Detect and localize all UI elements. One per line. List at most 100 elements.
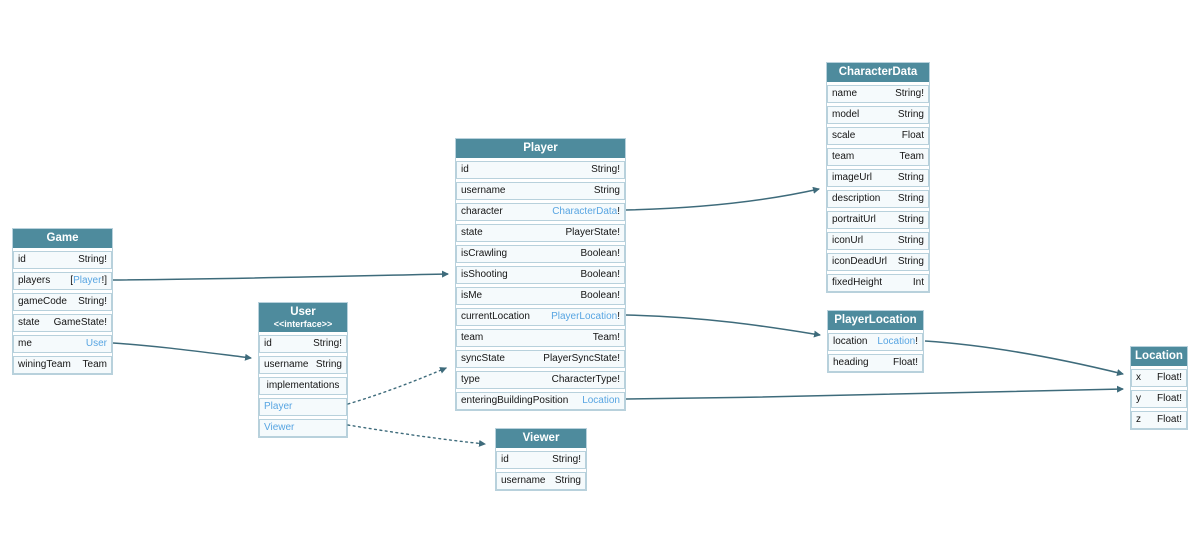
field-type: String [315, 359, 342, 370]
field-type: String [897, 109, 924, 120]
table-row[interactable]: iconUrl String [827, 232, 929, 250]
table-title: Viewer [522, 432, 560, 444]
table-header-player[interactable]: Player [456, 139, 625, 158]
field-name: currentLocation [461, 311, 530, 322]
table-header-location[interactable]: Location [1131, 347, 1187, 366]
field-type: String [897, 214, 924, 225]
field-type: PlayerState! [565, 227, 620, 238]
type-link[interactable]: User [85, 338, 107, 349]
field-name: type [461, 374, 480, 385]
table-row[interactable]: state PlayerState! [456, 224, 625, 242]
table-row[interactable]: Player [259, 398, 347, 416]
field-name: state [461, 227, 483, 238]
field-type: PlayerSyncState! [543, 353, 620, 364]
table-row[interactable]: players[Player!] [13, 272, 112, 290]
type-link[interactable]: CharacterData [552, 206, 618, 217]
table-header-characterdata[interactable]: CharacterData [827, 63, 929, 82]
table-row[interactable]: heading Float! [828, 354, 923, 372]
table-row[interactable]: username String [259, 356, 347, 374]
field-name: iconUrl [832, 235, 864, 246]
field-type: Boolean! [580, 269, 620, 280]
edge-game-me-to-user [112, 342, 252, 361]
field-type: String [897, 235, 924, 246]
field-name: Viewer [264, 422, 295, 433]
field-name: heading [833, 357, 869, 368]
field-type: String [897, 193, 924, 204]
field-name: scale [832, 130, 856, 141]
field-type: Team [899, 151, 924, 162]
type-link[interactable]: Location [582, 395, 620, 406]
type-link[interactable]: Location [877, 336, 916, 347]
edge-game-players-to-player [112, 270, 449, 281]
field-type: String [554, 475, 581, 486]
field-name: character [461, 206, 503, 217]
table-header-game[interactable]: Game [13, 229, 112, 248]
edge-playerlocation-location-to-location [924, 340, 1124, 376]
table-header-viewer[interactable]: Viewer [496, 429, 586, 448]
field-name: y [1136, 393, 1141, 404]
table-header-playerlocation[interactable]: PlayerLocation [828, 311, 923, 330]
table-header-user[interactable]: User <<interface>> [259, 303, 347, 332]
table-row[interactable]: implementations [259, 377, 347, 395]
type-link[interactable]: PlayerLocation [551, 311, 618, 322]
field-name: name [832, 88, 858, 99]
field-type: Float! [892, 357, 918, 368]
field-name: isCrawling [461, 248, 508, 259]
interface-subtitle: <<interface>> [273, 319, 333, 329]
field-name: gameCode [18, 296, 67, 307]
field-name: winingTeam [18, 359, 71, 370]
table-title: Player [523, 142, 558, 154]
field-type: [Player!] [70, 275, 107, 286]
field-name: id [501, 454, 509, 465]
field-name: iconDeadUrl [832, 256, 888, 267]
field-type: GameState! [53, 317, 107, 328]
type-link[interactable]: Player [73, 275, 102, 286]
field-name: implementations [266, 380, 340, 391]
edge-player-character-to-characterdata [625, 186, 820, 211]
table-row[interactable]: Viewer [259, 419, 347, 437]
field-name: username [264, 359, 309, 370]
field-name: id [461, 164, 469, 175]
field-name: imageUrl [832, 172, 873, 183]
